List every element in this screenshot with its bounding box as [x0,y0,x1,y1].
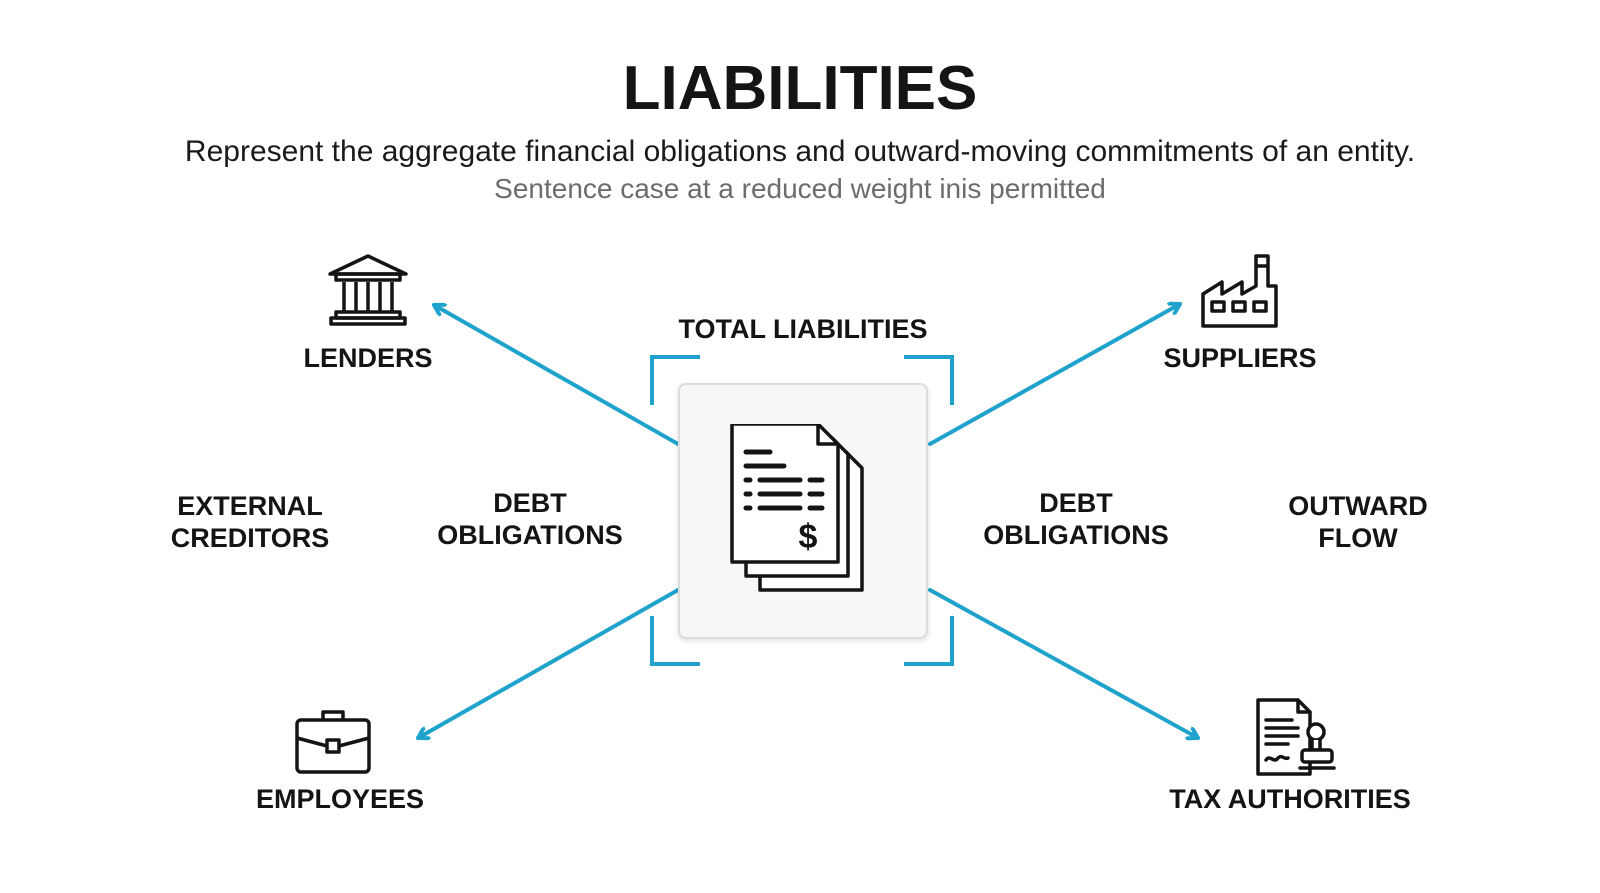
debt-obligations-right-line-2: OBLIGATIONS [983,520,1169,550]
arrow-to-lenders [432,305,680,446]
debt-obligations-left-label: DEBT OBLIGATIONS [420,487,640,551]
debt-obligations-right-line-1: DEBT [1039,488,1113,518]
arrow-to-suppliers [928,304,1182,446]
tax-authorities-label: TAX AUTHORITIES [1169,784,1411,814]
outward-flow-line-1: OUTWARD [1288,491,1428,521]
lenders-label: LENDERS [303,343,433,373]
external-creditors-line-1: EXTERNAL [177,491,323,521]
arrow-to-employees [416,588,680,738]
page-title: LIABILITIES [622,54,978,123]
arrow-to-tax-authorities [928,588,1200,738]
bracket-top-right [904,355,954,405]
svg-text:$: $ [799,518,818,556]
debt-obligations-left-line-1: DEBT [493,488,567,518]
debt-obligations-right-label: DEBT OBLIGATIONS [966,487,1186,551]
invoice-stack-dollar-icon: $ [730,424,864,592]
stamped-document-icon [1256,698,1336,776]
outward-flow-line-2: FLOW [1318,523,1398,553]
suppliers-label: SUPPLIERS [1163,343,1317,373]
factory-icon [1201,254,1278,328]
external-creditors-line-2: CREDITORS [170,523,330,553]
employees-label: EMPLOYEES [255,784,425,814]
center-label: TOTAL LIABILITIES [678,314,928,344]
page-caption: Sentence case at a reduced weight inis p… [494,173,1106,204]
page-subtitle: Represent the aggregate financial obliga… [184,135,1416,168]
bracket-bottom-right [904,616,954,666]
external-creditors-label: EXTERNAL CREDITORS [150,490,350,554]
bank-icon [328,254,408,326]
outward-flow-label: OUTWARD FLOW [1258,490,1458,554]
bracket-bottom-left [650,616,700,666]
bracket-top-left [650,355,700,405]
debt-obligations-left-line-2: OBLIGATIONS [437,520,623,550]
briefcase-icon [295,710,371,774]
